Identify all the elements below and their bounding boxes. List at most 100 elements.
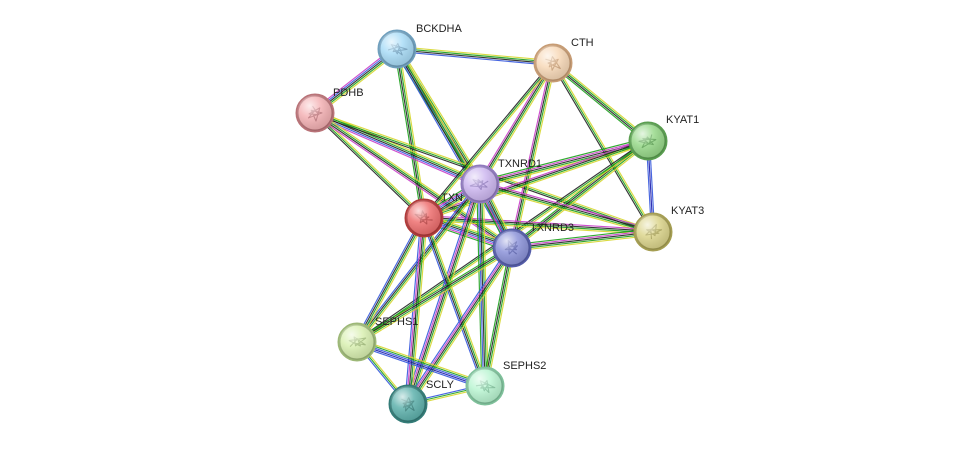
edge-evidence-line — [479, 137, 648, 182]
edge-evidence-line — [424, 216, 654, 232]
edge-evidence-line — [314, 112, 425, 219]
edge-evidence-line — [409, 218, 427, 405]
edge-evidence-line — [354, 216, 423, 342]
node-label: KYAT3 — [671, 205, 704, 217]
edge-txnrd1-sephs2[interactable] — [476, 183, 489, 387]
edge-evidence-line — [477, 184, 484, 387]
edge-evidence-line — [408, 248, 514, 406]
node-highlight — [297, 95, 333, 131]
edge-layer — [312, 46, 656, 407]
edge-txnrd3-scly[interactable] — [404, 245, 516, 407]
edge-evidence-line — [551, 63, 653, 234]
edge-evidence-line — [553, 61, 649, 141]
edge-evidence-line — [479, 138, 648, 184]
edge-evidence-line — [510, 62, 553, 248]
node-highlight — [494, 230, 530, 266]
edge-evidence-line — [511, 229, 653, 247]
edge-evidence-line — [357, 248, 513, 344]
edge-evidence-line — [410, 249, 516, 407]
edge-evidence-line — [394, 49, 511, 250]
edge-evidence-line — [512, 141, 649, 250]
edge-txnrd3-sephs1[interactable] — [355, 245, 514, 345]
edge-evidence-line — [314, 113, 512, 250]
edge-evidence-line — [423, 62, 554, 219]
edge-evidence-line — [398, 47, 515, 248]
edge-evidence-line — [509, 62, 552, 248]
edge-evidence-line — [513, 63, 556, 249]
edge-evidence-line — [313, 113, 424, 220]
edge-evidence-line — [476, 184, 483, 387]
edge-evidence-line — [397, 48, 514, 248]
edge-evidence-line — [513, 142, 650, 251]
edge-evidence-line — [483, 247, 512, 386]
edge-evidence-line — [357, 249, 514, 345]
edge-evidence-line — [482, 247, 511, 386]
node-highlight — [379, 31, 415, 67]
edge-bckdha-cth[interactable] — [396, 46, 554, 66]
node-bckdha[interactable]: BCKDHA — [377, 23, 463, 69]
edge-evidence-line — [397, 47, 554, 63]
edge-sephs1-sephs2[interactable] — [355, 338, 487, 390]
edge-evidence-line — [404, 245, 510, 403]
edge-evidence-line — [553, 61, 655, 232]
node-label: TXNRD1 — [498, 158, 542, 170]
node-kyat1[interactable]: KYAT1 — [628, 114, 699, 161]
node-label: SCLY — [426, 379, 455, 391]
edge-evidence-line — [479, 184, 653, 234]
edge-cth-txnrd3[interactable] — [509, 62, 556, 249]
edge-txnrd3-sephs2[interactable] — [482, 247, 515, 387]
edge-kyat3-txnrd1[interactable] — [479, 181, 654, 235]
edge-evidence-line — [424, 215, 654, 231]
edge-txn-sephs1[interactable] — [354, 216, 427, 344]
edge-evidence-line — [480, 181, 654, 231]
edge-evidence-line — [358, 218, 427, 344]
node-label: TXNRD3 — [530, 222, 574, 234]
node-txnrd1[interactable]: TXNRD1 — [460, 158, 542, 204]
edge-kyat3-txn[interactable] — [423, 215, 654, 235]
edge-kyat1-txnrd3[interactable] — [510, 138, 650, 251]
edge-evidence-line — [486, 248, 515, 387]
edge-evidence-line — [397, 48, 426, 218]
edge-evidence-line — [357, 338, 487, 384]
node-cth[interactable]: CTH — [533, 37, 594, 83]
edge-evidence-line — [479, 183, 486, 387]
edge-cth-kyat1[interactable] — [551, 60, 650, 144]
edge-evidence-line — [421, 218, 484, 388]
node-txn[interactable]: TXN — [404, 192, 463, 238]
edge-evidence-line — [423, 219, 653, 235]
edge-evidence-line — [395, 49, 424, 219]
node-label: TXN — [441, 192, 463, 204]
edge-evidence-line — [396, 50, 553, 66]
edge-cth-kyat3[interactable] — [551, 61, 655, 234]
edge-evidence-line — [481, 63, 556, 186]
node-txnrd3[interactable]: TXNRD3 — [492, 222, 574, 268]
edge-evidence-line — [552, 63, 648, 143]
edge-evidence-line — [357, 184, 482, 343]
edge-evidence-line — [422, 218, 485, 387]
node-label: PDHB — [333, 87, 364, 99]
node-highlight — [535, 45, 571, 81]
edge-kyat3-txnrd3[interactable] — [511, 228, 654, 252]
edge-evidence-line — [480, 63, 555, 185]
edge-evidence-line — [480, 182, 654, 232]
edge-evidence-line — [423, 138, 648, 217]
edge-evidence-line — [357, 218, 426, 343]
edge-evidence-line — [510, 138, 647, 247]
edge-bckdha-txnrd3[interactable] — [394, 47, 515, 250]
edge-txn-sephs2[interactable] — [421, 216, 488, 388]
edge-evidence-line — [423, 218, 653, 234]
node-sephs2[interactable]: SEPHS2 — [465, 360, 546, 406]
node-sephs1[interactable]: SEPHS1 — [337, 316, 418, 362]
edge-evidence-line — [355, 245, 512, 341]
edge-evidence-line — [512, 233, 654, 251]
node-highlight — [467, 368, 503, 404]
node-kyat3[interactable]: KYAT3 — [633, 205, 704, 252]
node-pdhb[interactable]: PDHB — [295, 87, 364, 133]
edge-evidence-line — [512, 234, 654, 252]
edge-cth-txn[interactable] — [422, 61, 555, 220]
edge-evidence-line — [424, 63, 555, 220]
node-scly[interactable]: SCLY — [388, 379, 455, 424]
edge-evidence-line — [410, 218, 428, 405]
edge-evidence-line — [407, 217, 425, 405]
